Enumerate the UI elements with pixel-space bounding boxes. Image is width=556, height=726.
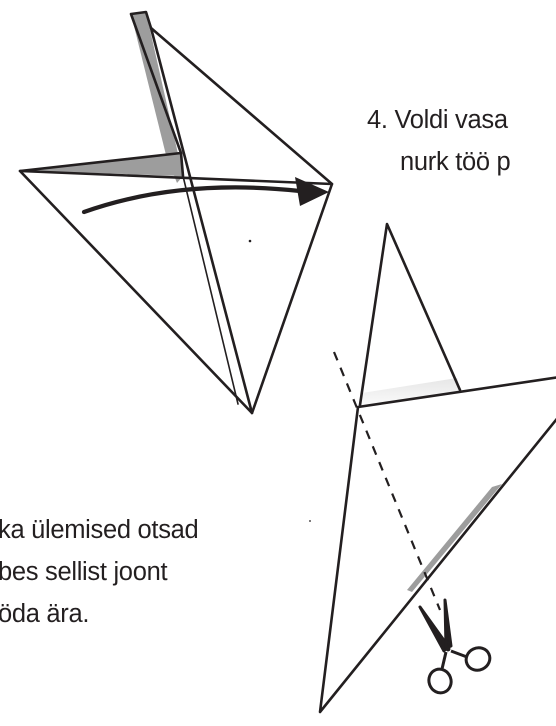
- folded-paper-step4: [18, 10, 334, 415]
- gray-edge-strip: [407, 484, 502, 592]
- step5-instruction-line2: bes sellist joont: [0, 558, 168, 586]
- paper-outline: [18, 10, 334, 415]
- dashed-cut-line: [332, 351, 442, 611]
- fold-line-cross: [18, 169, 334, 186]
- gray-fold-horizontal: [20, 153, 183, 176]
- paper-body: [318, 376, 556, 714]
- fold-line-diagonal: [179, 151, 185, 178]
- gray-fold-vertical: [131, 12, 183, 183]
- curved-arrow-icon: [81, 177, 329, 215]
- fold-line-center: [149, 26, 254, 415]
- step5-instruction-line1: ka ülemised otsad: [0, 516, 199, 544]
- fold-line-lower: [182, 175, 239, 405]
- folded-paper-step5: [318, 222, 556, 714]
- speck: [309, 520, 311, 522]
- step4-instruction-line1: 4. Voldi vasa: [367, 106, 508, 134]
- speck: [248, 239, 252, 243]
- scissors-icon: [418, 598, 492, 695]
- upper-flap: [358, 222, 462, 407]
- step5-instruction-line3: öda ära.: [0, 600, 90, 628]
- step4-instruction-line2: nurk töö p: [400, 148, 511, 176]
